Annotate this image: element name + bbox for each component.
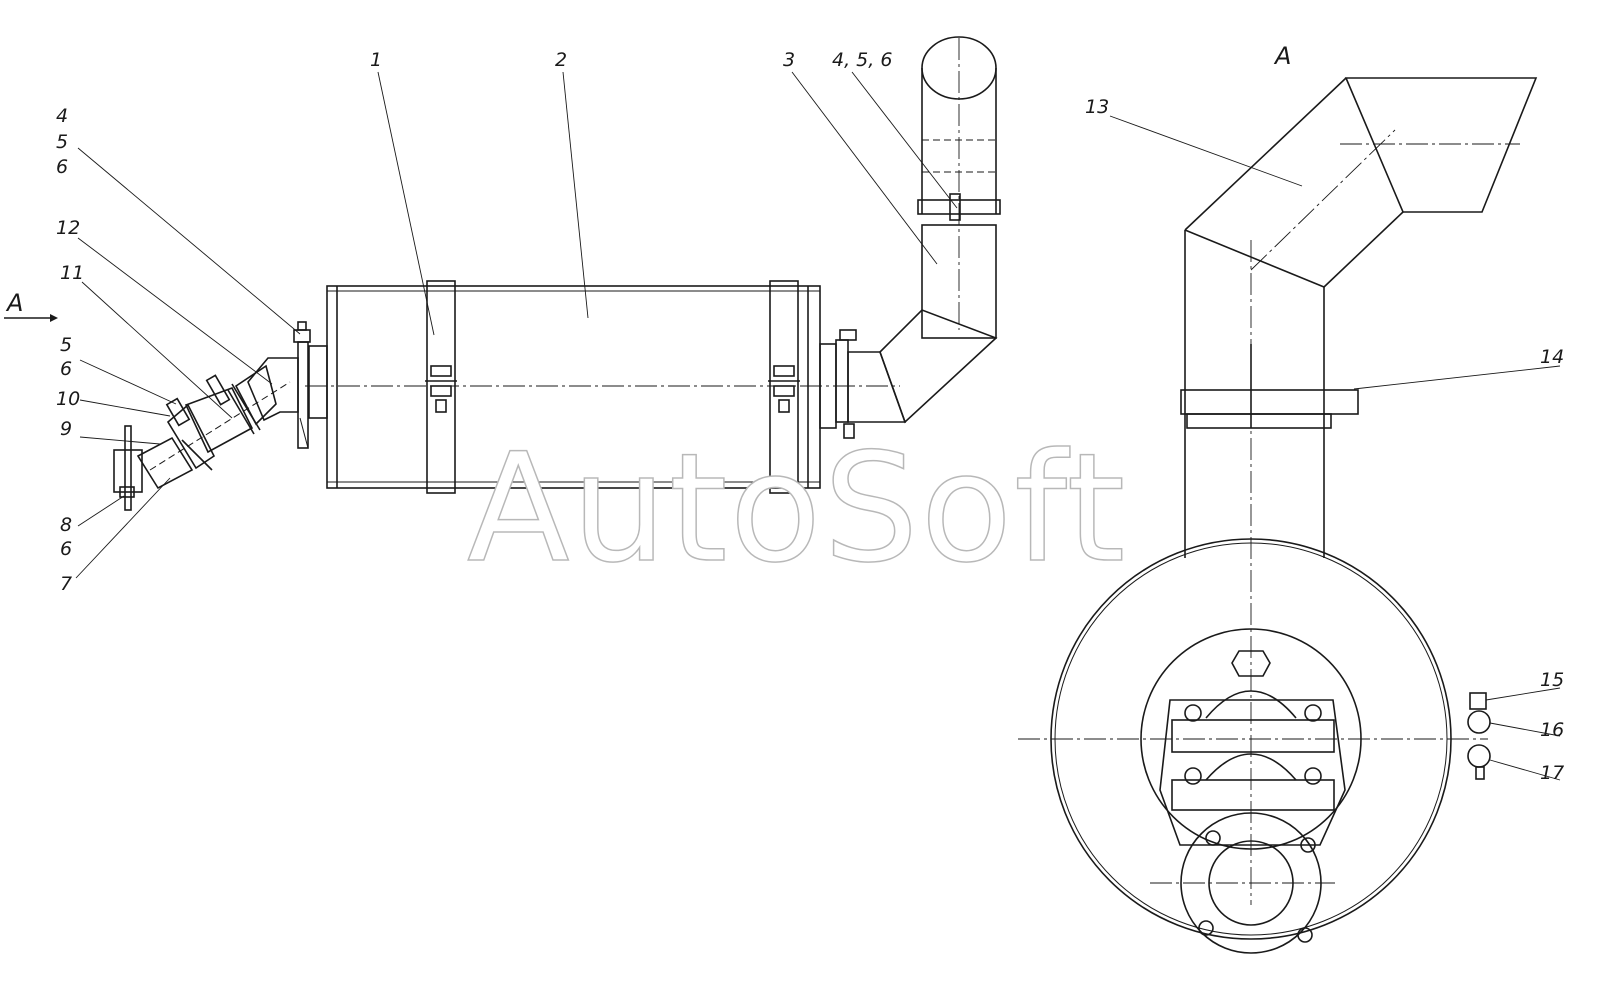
outlet-elbow-13 bbox=[1184, 77, 1538, 558]
callout-14-label: 14 bbox=[1540, 346, 1564, 368]
leader-line bbox=[851, 71, 958, 209]
leader-line bbox=[1485, 687, 1561, 701]
callout-7-label: 7 bbox=[60, 573, 72, 595]
callout-13-label: 13 bbox=[1085, 96, 1109, 118]
muffler-clamp-left bbox=[425, 280, 457, 494]
callout-8-label: 8 bbox=[60, 514, 72, 536]
inlet-pipe-assembly bbox=[113, 357, 299, 511]
watermark: AutoSoft bbox=[467, 422, 1127, 596]
leader-line bbox=[77, 237, 273, 385]
leader-line bbox=[79, 399, 171, 417]
callout-1-label: 1 bbox=[370, 49, 382, 71]
callout-9-label: 9 bbox=[60, 418, 72, 440]
view-arrow-label: A bbox=[5, 289, 23, 317]
muffler-clamp-right bbox=[768, 280, 800, 494]
callout-12-label: 12 bbox=[56, 217, 80, 239]
leader-line bbox=[562, 71, 589, 319]
view-arrow-a bbox=[4, 314, 58, 322]
callout-2-label: 2 bbox=[555, 49, 567, 71]
callout-5-label: 5 bbox=[60, 334, 72, 356]
callout-6-label: 6 bbox=[56, 156, 68, 178]
leader-line bbox=[1489, 759, 1561, 781]
leader-line bbox=[79, 436, 161, 445]
leader-line bbox=[1353, 365, 1561, 390]
leader-line bbox=[1489, 722, 1561, 737]
leader-line bbox=[377, 71, 435, 336]
view-a bbox=[1018, 77, 1538, 954]
callout-17-label: 17 bbox=[1540, 762, 1564, 784]
leader-line bbox=[1109, 115, 1303, 187]
callout-15-label: 15 bbox=[1540, 669, 1564, 691]
leader-line bbox=[79, 359, 177, 405]
side-view bbox=[113, 36, 1001, 511]
callout-4-5-6-label: 4, 5, 6 bbox=[832, 49, 892, 71]
callout-16-label: 16 bbox=[1540, 719, 1564, 741]
callout-10-label: 10 bbox=[56, 388, 80, 410]
view-a-title: A bbox=[1273, 42, 1291, 70]
muffler-end-view bbox=[1050, 538, 1491, 954]
callout-5-label: 5 bbox=[56, 131, 68, 153]
callout-11-label: 11 bbox=[60, 262, 84, 284]
leader-line bbox=[791, 71, 938, 265]
callout-6-label: 6 bbox=[60, 358, 72, 380]
leader-line bbox=[77, 495, 125, 527]
callout-4-label: 4 bbox=[56, 105, 68, 127]
outlet-pipe bbox=[819, 36, 1001, 439]
leader-lines bbox=[75, 71, 1561, 781]
leader-line bbox=[81, 281, 233, 419]
callout-3-label: 3 bbox=[783, 49, 795, 71]
pipe-clamp-14 bbox=[1180, 344, 1359, 429]
callout-6-label: 6 bbox=[60, 538, 72, 560]
inlet-flange bbox=[293, 321, 328, 449]
leader-line bbox=[77, 147, 301, 335]
leader-line bbox=[75, 477, 171, 579]
